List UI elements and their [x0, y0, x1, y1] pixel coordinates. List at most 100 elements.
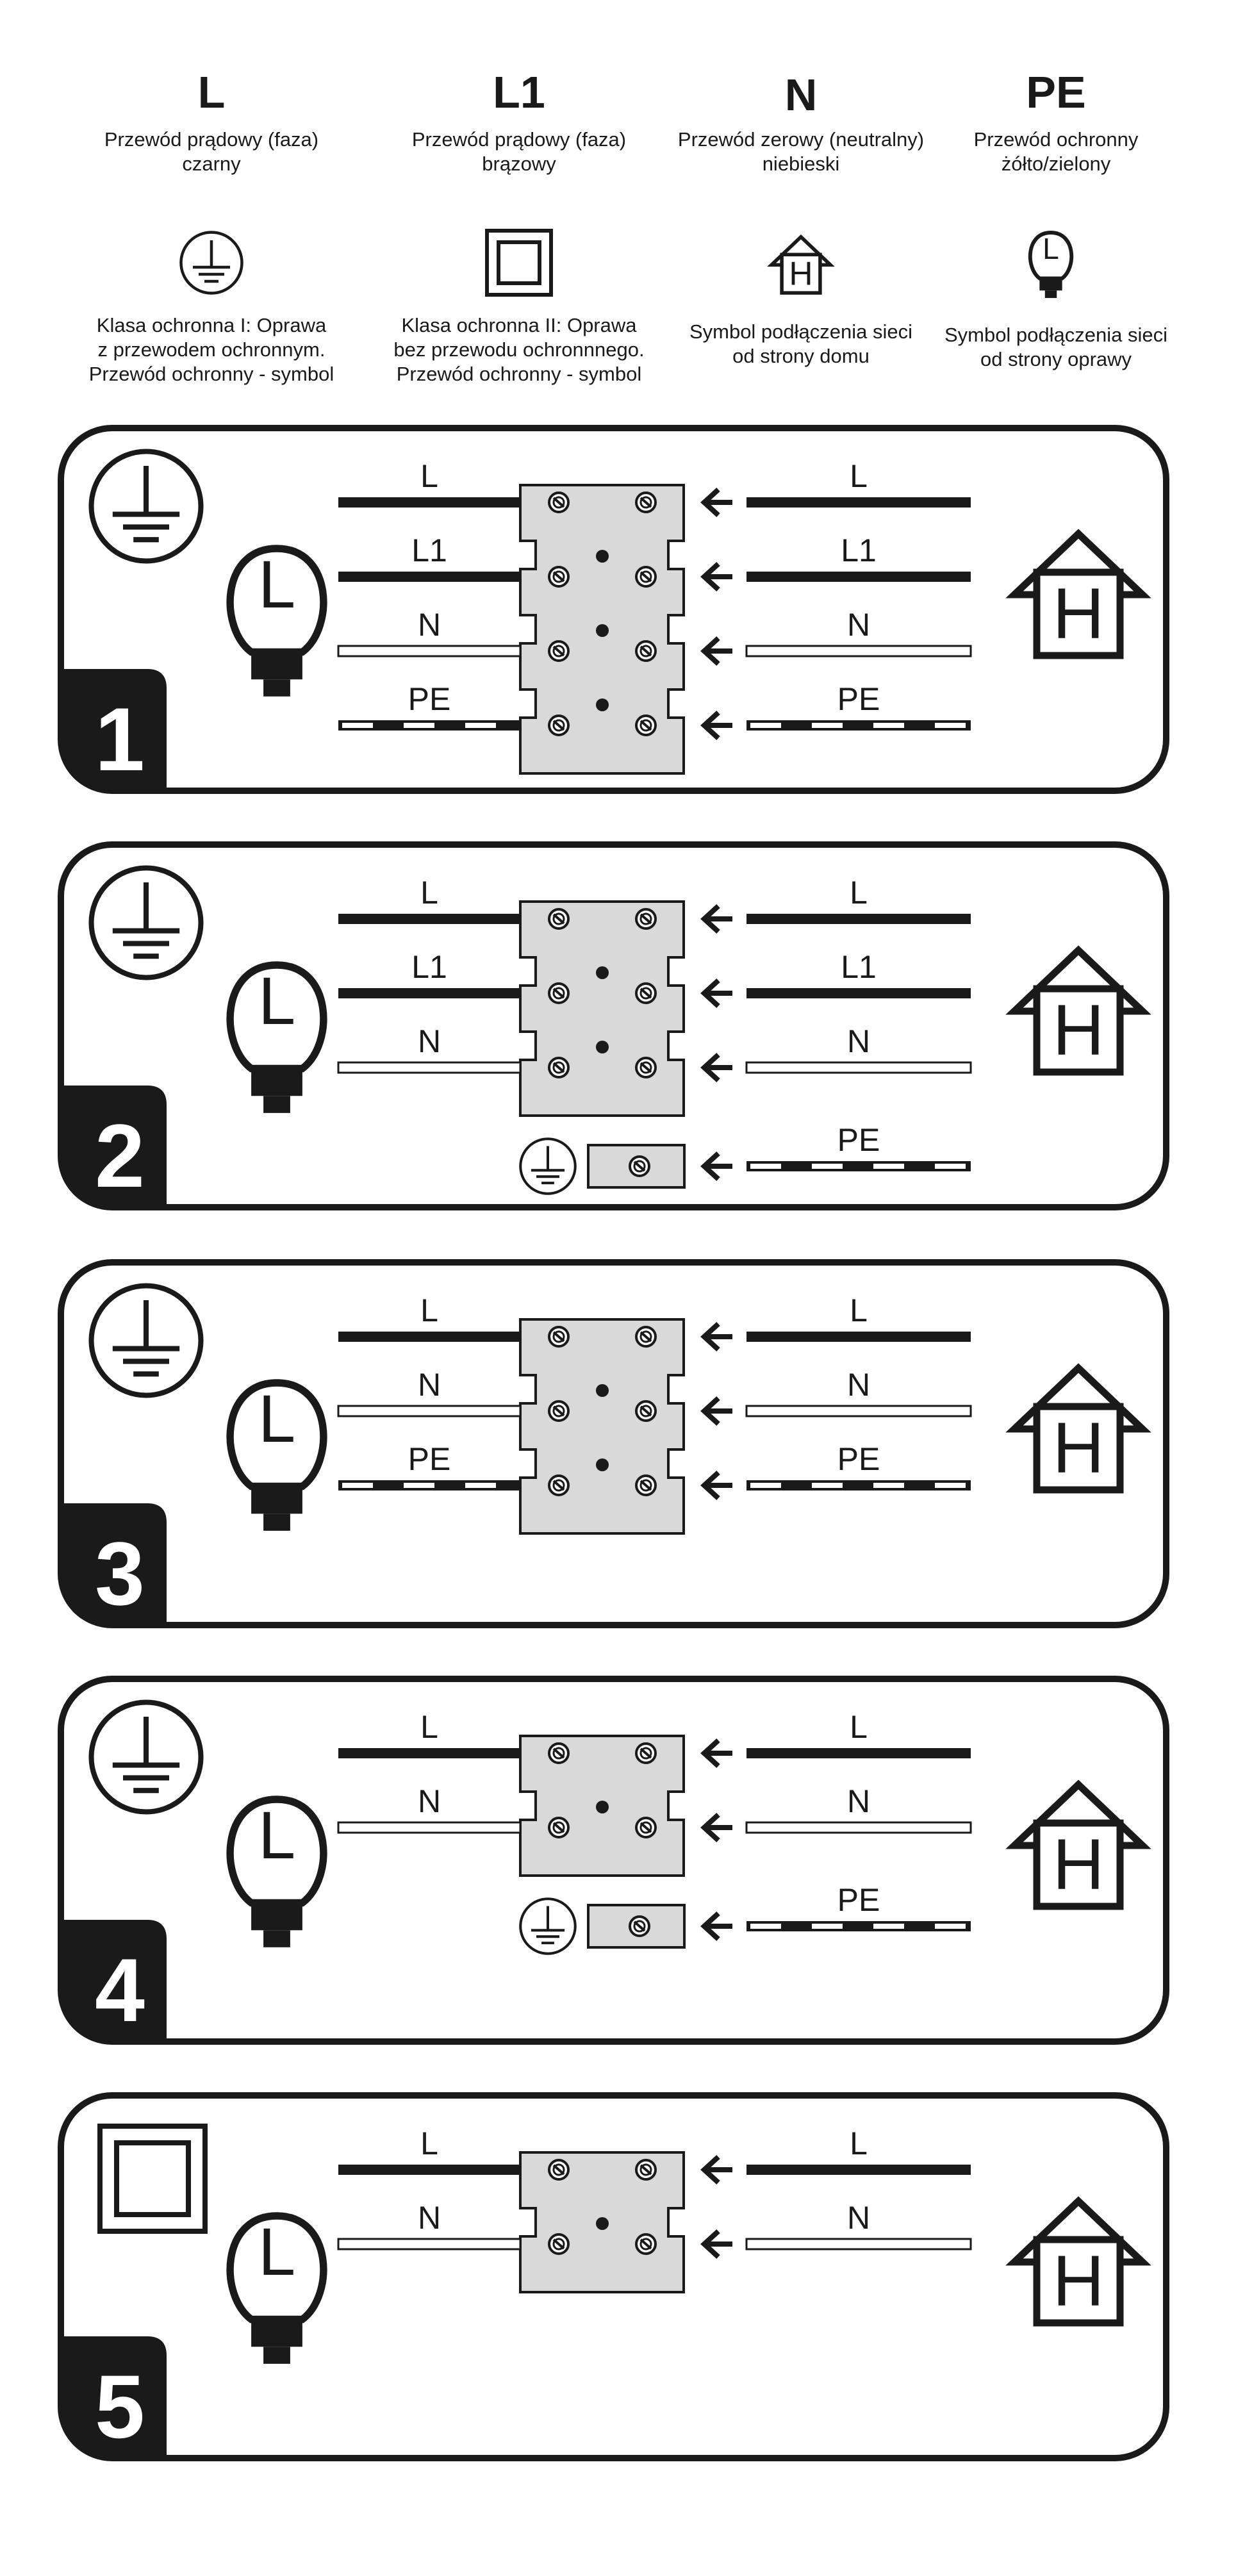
wire-right	[746, 1921, 971, 1931]
bulb-icon: L	[226, 1796, 327, 1947]
arrow-icon	[700, 1396, 732, 1426]
symbol-caption: bez przewodu ochronnnego.	[393, 338, 644, 361]
wire-label-right: PE	[837, 1441, 880, 1477]
house-letter: H	[789, 255, 812, 292]
wire-row: L1 L1	[338, 949, 971, 1008]
wire-label-left: N	[418, 1023, 441, 1059]
house-letter: H	[1053, 2241, 1105, 2321]
bulb-icon: L	[226, 961, 327, 1113]
legend-symbol-bulb: L Symbol podłączenia sieci od strony opr…	[944, 231, 1167, 370]
screw-icon	[548, 566, 570, 588]
panel-number-tab	[61, 1503, 167, 1625]
symbol-caption: od strony oprawy	[980, 348, 1132, 370]
panel-number-tab	[61, 1086, 167, 1207]
terminal-block	[519, 484, 685, 775]
legend-symbol-house: H Symbol podłączenia sieci od strony dom…	[689, 234, 912, 367]
wire-code: PE	[1026, 67, 1085, 117]
house-letter: H	[1053, 990, 1105, 1070]
wire-left	[338, 720, 520, 731]
wire-label-right: L	[850, 2126, 868, 2161]
wire-label-left: L	[420, 2126, 438, 2161]
screw-icon	[635, 566, 657, 588]
terminal-block	[519, 2151, 685, 2293]
bridge-dot	[596, 1458, 609, 1471]
bulb-letter: L	[258, 2215, 295, 2290]
bridge-dot	[596, 698, 609, 711]
wire-label-right: L1	[841, 533, 877, 568]
wire-label-right: PE	[837, 1882, 880, 1918]
legend-symbol-class-1: Klasa ochronna I: Oprawa z przewodem och…	[89, 231, 334, 385]
arrow-icon	[700, 1738, 732, 1768]
screw-icon	[635, 2159, 657, 2181]
terminal-block	[519, 900, 685, 1117]
screw-icon	[548, 491, 570, 513]
wire-label-left: N	[418, 607, 441, 643]
bulb-letter: L	[258, 547, 295, 622]
screw-icon	[548, 2233, 570, 2255]
bulb-icon: L	[1028, 231, 1074, 299]
legend-wire-N: N Przewód zerowy (neutralny) niebieski	[678, 70, 924, 175]
panel-number: 1	[95, 689, 145, 789]
protective-earth-icon	[88, 1283, 204, 1398]
bridge-dot	[596, 2217, 609, 2230]
arrow-icon	[700, 1471, 732, 1500]
wire-left	[338, 1480, 520, 1490]
panel-number: 4	[95, 1940, 145, 2040]
bridge-dot	[596, 624, 609, 637]
bridge-dot	[596, 1041, 609, 1053]
arrow-icon	[700, 1152, 732, 1181]
house-letter: H	[1053, 1408, 1105, 1488]
wire-label-right: L1	[841, 949, 877, 985]
wire-description: Przewód zerowy (neutralny)	[678, 128, 924, 151]
wire-left	[338, 497, 520, 508]
bulb-letter: L	[258, 1798, 295, 1873]
arrow-icon	[700, 978, 732, 1008]
wire-label-left: L	[420, 458, 438, 494]
bulb-letter: L	[258, 964, 295, 1039]
panel-number: 3	[95, 1523, 145, 1624]
wire-right	[746, 988, 971, 998]
legend-symbols: Klasa ochronna I: Oprawa z przewodem och…	[89, 229, 1167, 385]
wire-label-right: N	[847, 1023, 870, 1059]
wire-right	[745, 1061, 972, 1074]
panel-number-tab	[61, 1920, 167, 2042]
wire-label-right: L	[850, 458, 868, 494]
symbol-caption: Przewód ochronny - symbol	[397, 363, 642, 385]
symbol-caption: Przewód ochronny - symbol	[89, 363, 334, 385]
screw-icon	[635, 640, 657, 662]
wire-label-left: L	[420, 1709, 438, 1745]
wire-left	[338, 572, 520, 582]
bulb-icon: L	[226, 545, 327, 697]
bridge-dot	[596, 1801, 609, 1813]
wire-left	[337, 1061, 522, 1074]
double-insulation-icon	[97, 2124, 208, 2234]
wire-description: Przewód prądowy (faza)	[104, 128, 318, 151]
wire-left	[337, 1821, 522, 1834]
wire-label-left: L	[420, 875, 438, 911]
wire-label-left: PE	[408, 681, 451, 717]
arrow-icon	[700, 1813, 732, 1842]
wire-label-right: N	[847, 1367, 870, 1403]
wire-description: Przewód prądowy (faza)	[412, 128, 626, 151]
wire-label-left: L1	[411, 949, 447, 985]
screw-icon	[635, 714, 657, 736]
screw-icon	[635, 1326, 657, 1348]
wire-right	[745, 2238, 972, 2250]
wire-left	[338, 2165, 520, 2175]
legend-wire-PE: PE Przewód ochronny żółto/zielony	[974, 67, 1139, 175]
arrow-icon	[700, 904, 732, 934]
legend-wire-L1: L1 Przewód prądowy (faza) brązowy	[412, 67, 626, 175]
wire-right	[745, 645, 972, 657]
bulb-letter: L	[1043, 232, 1059, 265]
wire-right	[746, 1480, 971, 1490]
screw-icon	[635, 1400, 657, 1422]
